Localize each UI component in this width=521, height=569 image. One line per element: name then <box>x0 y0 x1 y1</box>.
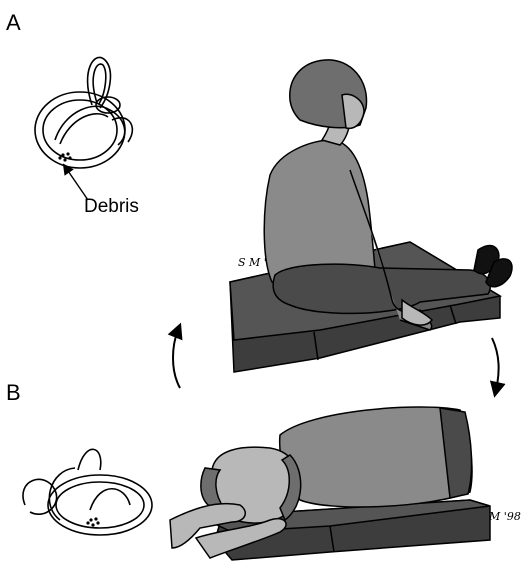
debris-pointer <box>66 168 88 200</box>
arrow-down-icon <box>492 338 499 390</box>
inner-ear-icon <box>23 449 152 535</box>
seated-patient <box>264 60 512 330</box>
inner-ear-icon <box>35 57 132 168</box>
arrow-up-icon <box>173 330 180 388</box>
